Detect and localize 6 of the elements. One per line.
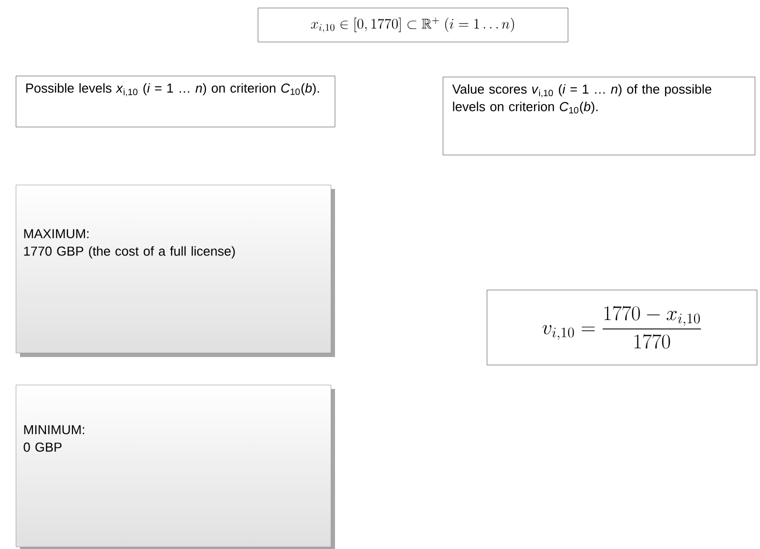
formula-box: $x_{i,10} \in [0,1770] \subset \mathbb{R}^{+}\ (i = 1 \ldots n)$ <box>258 8 568 42</box>
shaded-box: MINIMUM: 0 GBP <box>16 384 335 549</box>
formula-box: $v_{i,10} = \frac{1770 - x_{i,10}}{1770}$ <box>486 290 758 366</box>
text-box: Value scores v$_{i,10}$ (i = 1 … n) of the possible levels on criterion C$_{10}$(b). <box>442 76 756 156</box>
shaded-box: MAXIMUM: 1770 GBP (the cost of a full license) <box>16 184 335 357</box>
text-box: Possible levels x$_{i,10}$ (i = 1 … n) on criterion C$_{10}$(b). <box>16 76 336 128</box>
